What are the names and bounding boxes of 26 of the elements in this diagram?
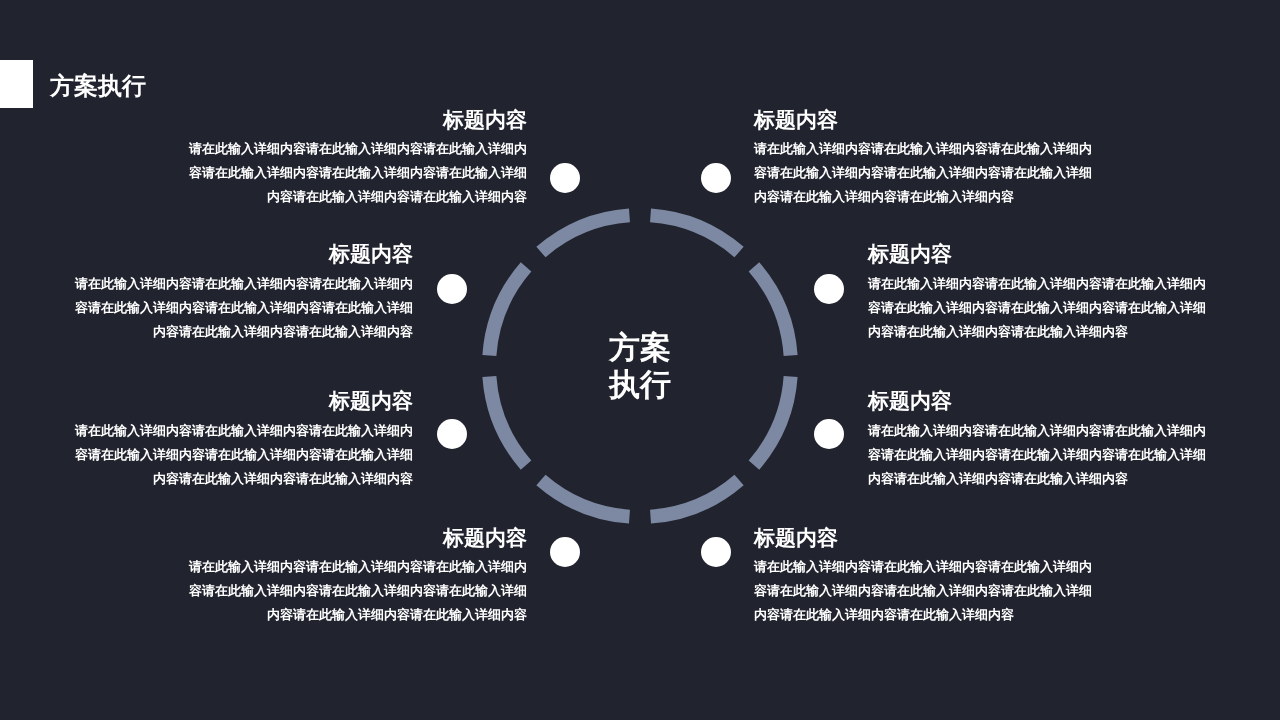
dot (814, 274, 844, 304)
item-description: 请在此输入详细内容请在此输入详细内容请在此输入详细内容请在此输入详细内容请在此输入详细内容请在此输入详细内容请在此输入详细内容请在此输入详细内容 (754, 558, 1093, 624)
item-heading: 标题内容 (868, 389, 952, 413)
item-heading: 标题内容 (329, 242, 413, 266)
dot (550, 537, 580, 567)
item-heading: 标题内容 (868, 242, 952, 266)
item-heading: 标题内容 (329, 389, 413, 413)
item-description: 请在此输入详细内容请在此输入详细内容请在此输入详细内容请在此输入详细内容请在此输入详细内容请在此输入详细内容请在此输入详细内容请在此输入详细内容 (73, 422, 413, 488)
item-description: 请在此输入详细内容请在此输入详细内容请在此输入详细内容请在此输入详细内容请在此输入详细内容请在此输入详细内容请在此输入详细内容请在此输入详细内容 (187, 558, 527, 624)
item-heading: 标题内容 (443, 526, 527, 550)
dot (550, 163, 580, 193)
dot (701, 537, 731, 567)
dot (437, 419, 467, 449)
item-description: 请在此输入详细内容请在此输入详细内容请在此输入详细内容请在此输入详细内容请在此输入详细内容请在此输入详细内容请在此输入详细内容请在此输入详细内容 (868, 275, 1207, 341)
item-heading: 标题内容 (754, 526, 838, 550)
dot (814, 419, 844, 449)
page-title: 方案执行 (50, 71, 146, 101)
item-description: 请在此输入详细内容请在此输入详细内容请在此输入详细内容请在此输入详细内容请在此输入详细内容请在此输入详细内容请在此输入详细内容请在此输入详细内容 (754, 140, 1093, 206)
item-heading: 标题内容 (754, 108, 838, 132)
item-heading: 标题内容 (443, 108, 527, 132)
dot (701, 163, 731, 193)
center-label: 方案执行 (608, 329, 672, 403)
dot (437, 274, 467, 304)
item-description: 请在此输入详细内容请在此输入详细内容请在此输入详细内容请在此输入详细内容请在此输入详细内容请在此输入详细内容请在此输入详细内容请在此输入详细内容 (187, 140, 527, 206)
item-description: 请在此输入详细内容请在此输入详细内容请在此输入详细内容请在此输入详细内容请在此输入详细内容请在此输入详细内容请在此输入详细内容请在此输入详细内容 (73, 275, 413, 341)
item-description: 请在此输入详细内容请在此输入详细内容请在此输入详细内容请在此输入详细内容请在此输入详细内容请在此输入详细内容请在此输入详细内容请在此输入详细内容 (868, 422, 1207, 488)
